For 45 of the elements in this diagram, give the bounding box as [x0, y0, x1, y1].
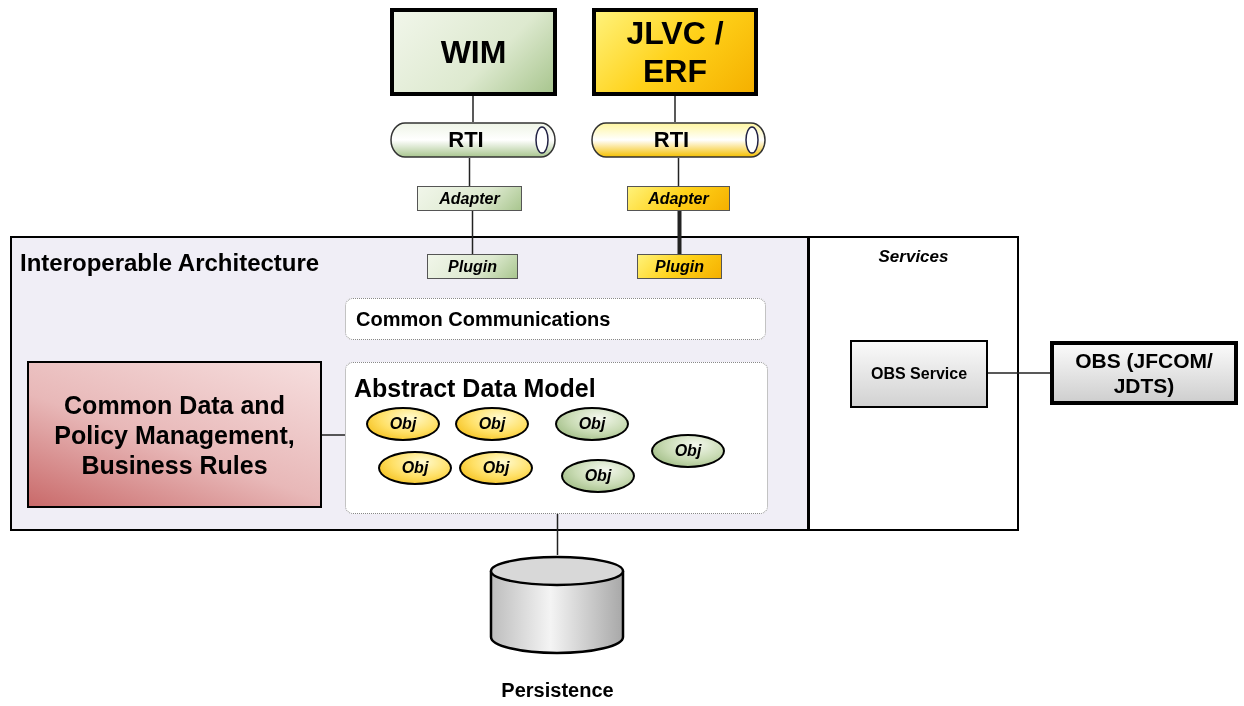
- pipe-label: RTI: [448, 126, 484, 154]
- connector-line: [677, 211, 682, 254]
- box-label: Common Communications: [356, 307, 611, 331]
- panel-title: Interoperable Architecture: [20, 249, 320, 278]
- layer-title: Abstract Data Model: [354, 373, 596, 403]
- box-label: OBS (JFCOM/ JDTS): [1074, 347, 1214, 399]
- box-label: Obj: [401, 458, 429, 478]
- connector-line: [987, 372, 1051, 374]
- connector-line: [468, 157, 471, 187]
- box-label: Adapter: [439, 188, 500, 209]
- box-label: WIM: [440, 32, 507, 72]
- layer-box: [345, 362, 768, 514]
- box-label: Plugin: [448, 256, 497, 277]
- component-box: [427, 254, 518, 279]
- box-label: Plugin: [655, 256, 704, 277]
- layer-box: [345, 298, 766, 340]
- architecture-panel: [10, 236, 809, 531]
- component-box: [627, 186, 730, 211]
- services-panel: [808, 236, 1019, 531]
- box-label: Obj: [482, 458, 510, 478]
- connector-line: [471, 210, 474, 255]
- connector-line: [677, 157, 680, 187]
- box-label: Obj: [389, 414, 417, 434]
- box-label: Obj: [584, 466, 612, 486]
- service-box: [850, 340, 988, 408]
- box-label: JLVC / ERF: [625, 13, 725, 91]
- box-label: Adapter: [648, 188, 709, 209]
- connector-line: [472, 95, 474, 123]
- system-box: [592, 8, 758, 96]
- box-label: Obj: [478, 414, 506, 434]
- component-box: [417, 186, 522, 211]
- connector-line: [674, 95, 676, 123]
- box-label: OBS Service: [870, 364, 968, 384]
- database-label: Persistence: [500, 678, 615, 702]
- external-system-box: [1050, 341, 1238, 405]
- box-label: Obj: [674, 441, 702, 461]
- pipe-label: RTI: [653, 126, 690, 154]
- management-box: [27, 361, 322, 508]
- component-box: [637, 254, 722, 279]
- box-label: Common Data and Policy Management, Business Rules: [53, 389, 296, 480]
- panel-title: Services: [877, 247, 950, 268]
- box-label: Obj: [578, 414, 606, 434]
- connector-line: [556, 513, 559, 556]
- connector-line: [321, 434, 346, 436]
- system-box: [390, 8, 557, 96]
